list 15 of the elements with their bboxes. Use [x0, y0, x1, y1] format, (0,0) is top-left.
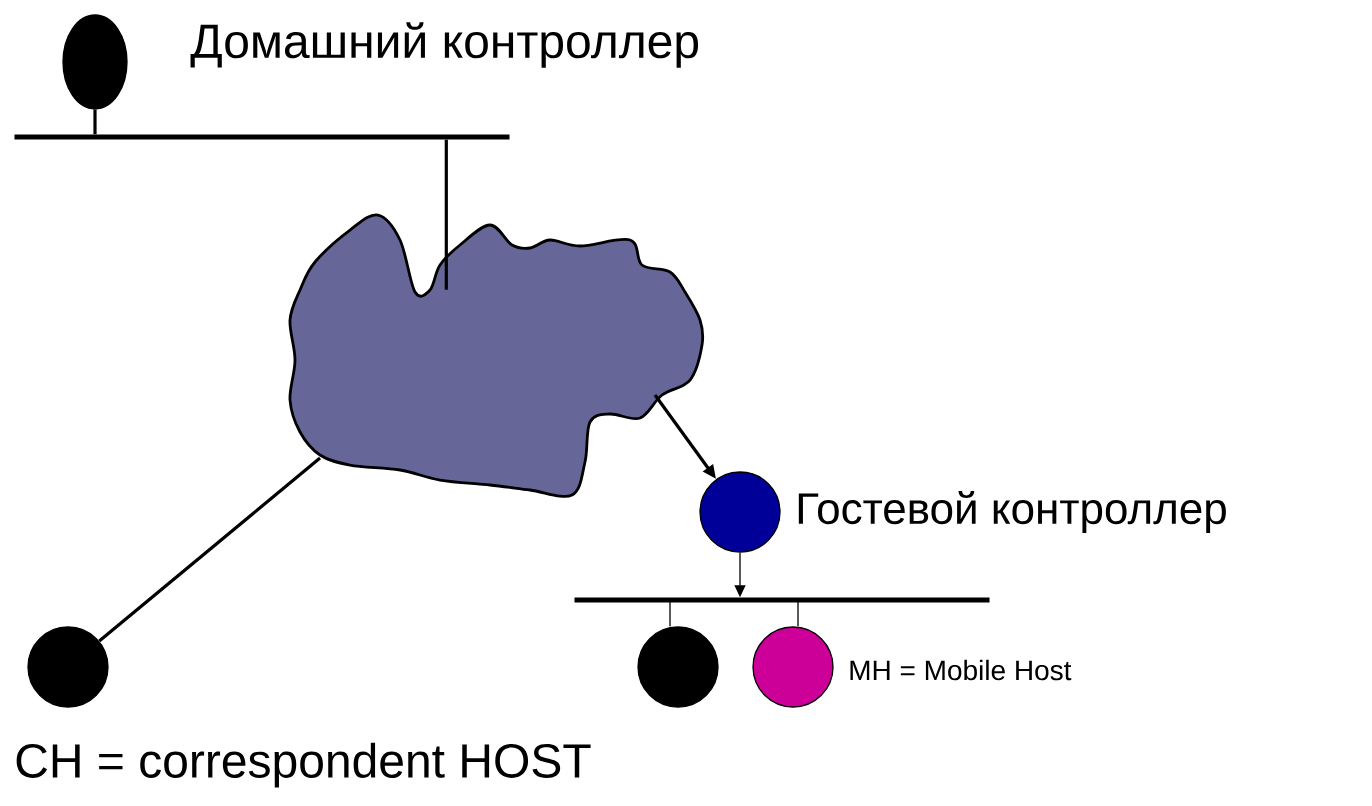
host-circle — [27, 626, 109, 708]
network-cloud — [288, 213, 705, 498]
host-circle — [699, 471, 781, 553]
node-label: Домашний контроллер — [190, 22, 699, 68]
node-label: CH = correspondent HOST — [16, 742, 591, 788]
host-circle — [752, 626, 834, 708]
host-circle — [62, 14, 128, 110]
connector-line — [797, 600, 799, 627]
node-label: Гостевой контроллер — [798, 491, 1226, 533]
connector-line — [444, 139, 448, 290]
connector-line — [669, 600, 671, 627]
connector-line — [98, 456, 322, 643]
connector-line — [93, 109, 97, 135]
host-circle — [637, 626, 719, 708]
node-label: MH = Mobile Host — [850, 659, 1072, 681]
